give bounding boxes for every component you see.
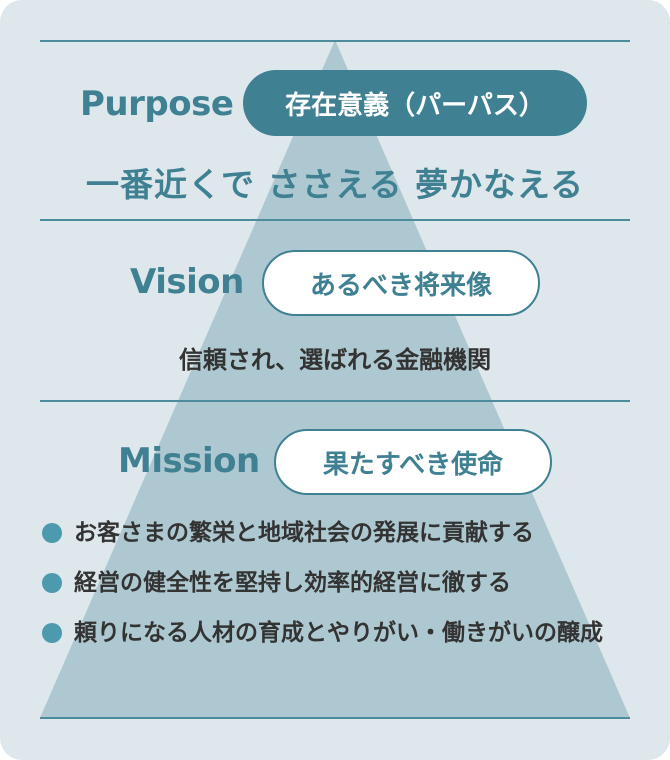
divider-purpose-vision	[40, 219, 630, 221]
mission-heading: Mission	[118, 441, 260, 481]
mission-pill: 果たすべき使命	[274, 429, 552, 495]
bullet-icon	[42, 573, 62, 593]
mission-item: 頼りになる人材の育成とやりがい・働きがいの醸成	[42, 614, 634, 652]
purpose-pill: 存在意義（パーパス）	[243, 70, 587, 136]
mission-item: 経営の健全性を堅持し効率的経営に徹する	[42, 564, 642, 602]
vision-pill: あるべき将来像	[262, 250, 540, 316]
vision-statement: 信頼され、選ばれる金融機関	[178, 346, 492, 374]
divider-bottom	[40, 717, 630, 719]
mission-item: お客さまの繁栄と地域社会の発展に貢献する	[42, 514, 642, 552]
purpose-heading: Purpose	[80, 84, 234, 124]
bullet-icon	[42, 623, 62, 643]
divider-top	[40, 40, 630, 42]
divider-vision-mission	[40, 400, 630, 402]
purpose-tagline: 一番近くで ささえる 夢かなえる	[85, 165, 584, 204]
mission-list: お客さまの繁栄と地域社会の発展に貢献する 経営の健全性を堅持し効率的経営に徹する…	[42, 514, 642, 664]
bullet-icon	[42, 523, 62, 543]
vision-heading: Vision	[130, 262, 244, 302]
